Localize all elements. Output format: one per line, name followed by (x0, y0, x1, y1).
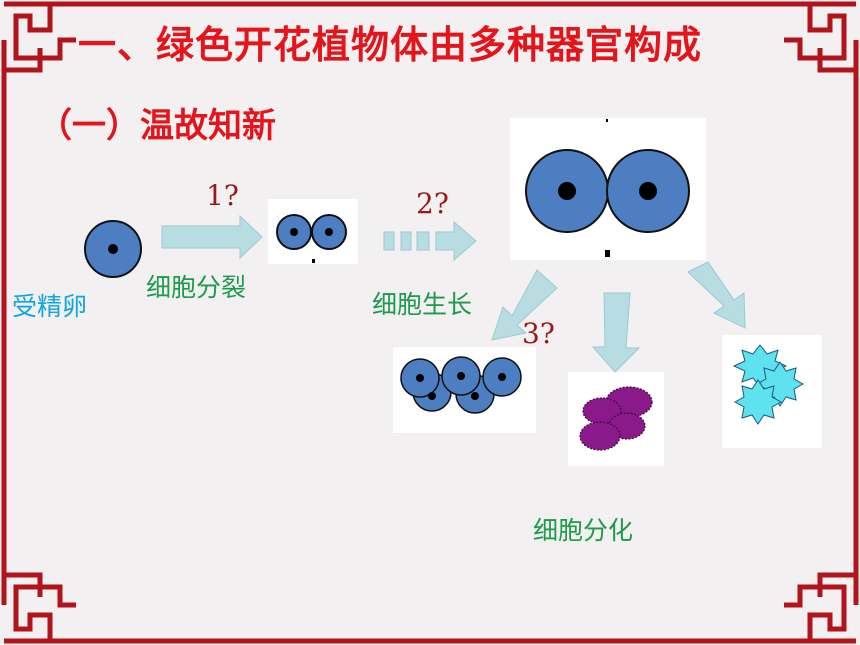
question-2: 2? (416, 187, 449, 220)
arrow-to-epidermal-cells (687, 261, 746, 329)
cell-differentiation-label: 细胞分化 (533, 516, 634, 545)
fertilized-egg-cell (84, 220, 142, 278)
arrow-to-cell-group (491, 269, 558, 341)
cell-growth-label: 细胞生长 (372, 290, 473, 319)
question-3: 3? (522, 317, 555, 350)
cell-division-label: 细胞分裂 (146, 273, 247, 302)
grown-cells (525, 119, 690, 257)
slide-title: 一、绿色开花植物体由多种器官构成 (78, 23, 703, 67)
spiky-purple-cells (579, 386, 653, 451)
section-subtitle: （一）温故知新 (38, 106, 276, 146)
round-cell-group (400, 356, 522, 414)
arrow-to-muscle-cells (591, 292, 641, 373)
division-arrow (161, 214, 263, 260)
growth-arrow (383, 220, 477, 262)
question-1: 1? (206, 179, 239, 212)
divided-cells (276, 214, 347, 263)
star-shaped-cells (732, 344, 805, 425)
fertilized-egg-label: 受精卵 (12, 292, 88, 321)
